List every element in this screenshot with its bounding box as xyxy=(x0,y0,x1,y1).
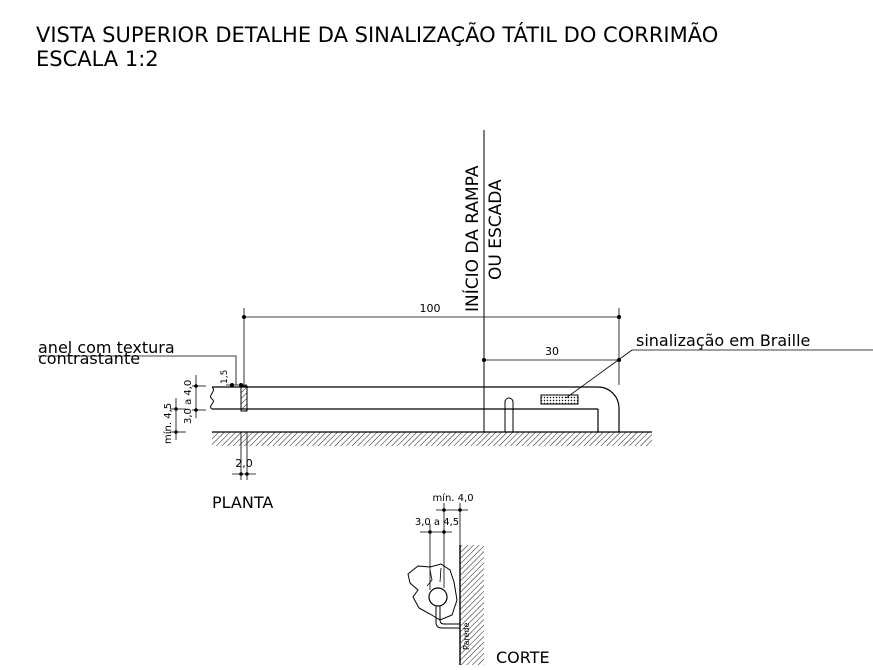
plan-caption: PLANTA xyxy=(212,493,273,512)
dim-gap-tick-top xyxy=(174,407,178,411)
ring-label-line2: contrastante xyxy=(38,349,140,368)
dim-ring-width-tick-left xyxy=(230,383,234,387)
handrail-section xyxy=(428,587,448,607)
dim-min-value: mín. 4,0 xyxy=(432,492,473,504)
wall-hatch xyxy=(460,545,484,665)
dim-30-value: 30 xyxy=(545,345,559,358)
start-label-line1: INÍCIO DA RAMPA xyxy=(461,165,483,312)
section-view: Parede mín. 4,0 3,0 a 4,5 CORTE xyxy=(407,492,550,667)
hand-outline xyxy=(407,563,458,621)
dim-min-tick-left xyxy=(442,508,446,512)
dim-ring-width-value: 1,5 xyxy=(220,370,230,384)
dim-diameter-value: 3,0 a 4,0 xyxy=(183,380,194,424)
handrail-break-mark xyxy=(210,386,214,410)
dim-gap-value: mín. 4,5 xyxy=(162,403,174,444)
ring-leader xyxy=(228,355,237,385)
hand-fingers xyxy=(426,567,442,587)
dim-section-diameter-value: 3,0 a 4,5 xyxy=(415,517,459,528)
dim-diameter-tick-bottom xyxy=(194,408,198,412)
dim-gap-tick-bottom xyxy=(174,430,178,434)
dim-ring-width-tick-right xyxy=(239,383,243,387)
support-bracket xyxy=(504,397,514,432)
braille-plate xyxy=(540,394,579,405)
wall-label: Parede xyxy=(462,623,471,650)
drawing-title: VISTA SUPERIOR DETALHE DA SINALIZAÇÃO TÁ… xyxy=(36,21,718,47)
braille-label: sinalização em Braille xyxy=(636,331,810,350)
dim-ring-thickness-value: 2,0 xyxy=(235,457,253,470)
section-caption: CORTE xyxy=(496,648,550,667)
start-label-line2: OU ESCADA xyxy=(486,179,506,280)
dim-section-diameter-tick-right xyxy=(442,530,446,534)
dim-diameter-tick-top xyxy=(194,384,198,388)
floor-hatch xyxy=(212,432,652,446)
dim-section-diameter-tick-left xyxy=(428,530,432,534)
section-bracket-outer xyxy=(435,606,460,629)
section-bracket-inner xyxy=(439,606,460,625)
plan-view: INÍCIO DA RAMPA OU ESCADA 100 30 anel co… xyxy=(38,130,873,512)
braille-leader xyxy=(565,349,633,399)
handrail-outer-curve xyxy=(597,386,620,432)
dim-100-tick-left xyxy=(242,315,246,319)
dim-ring-thickness-tick-left xyxy=(239,472,243,476)
dim-100-tick-right xyxy=(617,315,621,319)
ring-label-line1: anel com textura xyxy=(38,338,175,357)
textured-ring xyxy=(240,385,248,412)
dim-30-tick-left xyxy=(482,358,486,362)
dim-ring-thickness-tick-right xyxy=(245,472,249,476)
dim-100-value: 100 xyxy=(420,302,441,315)
drawing-scale: ESCALA 1:2 xyxy=(36,47,159,71)
dim-min-tick-right xyxy=(458,508,462,512)
